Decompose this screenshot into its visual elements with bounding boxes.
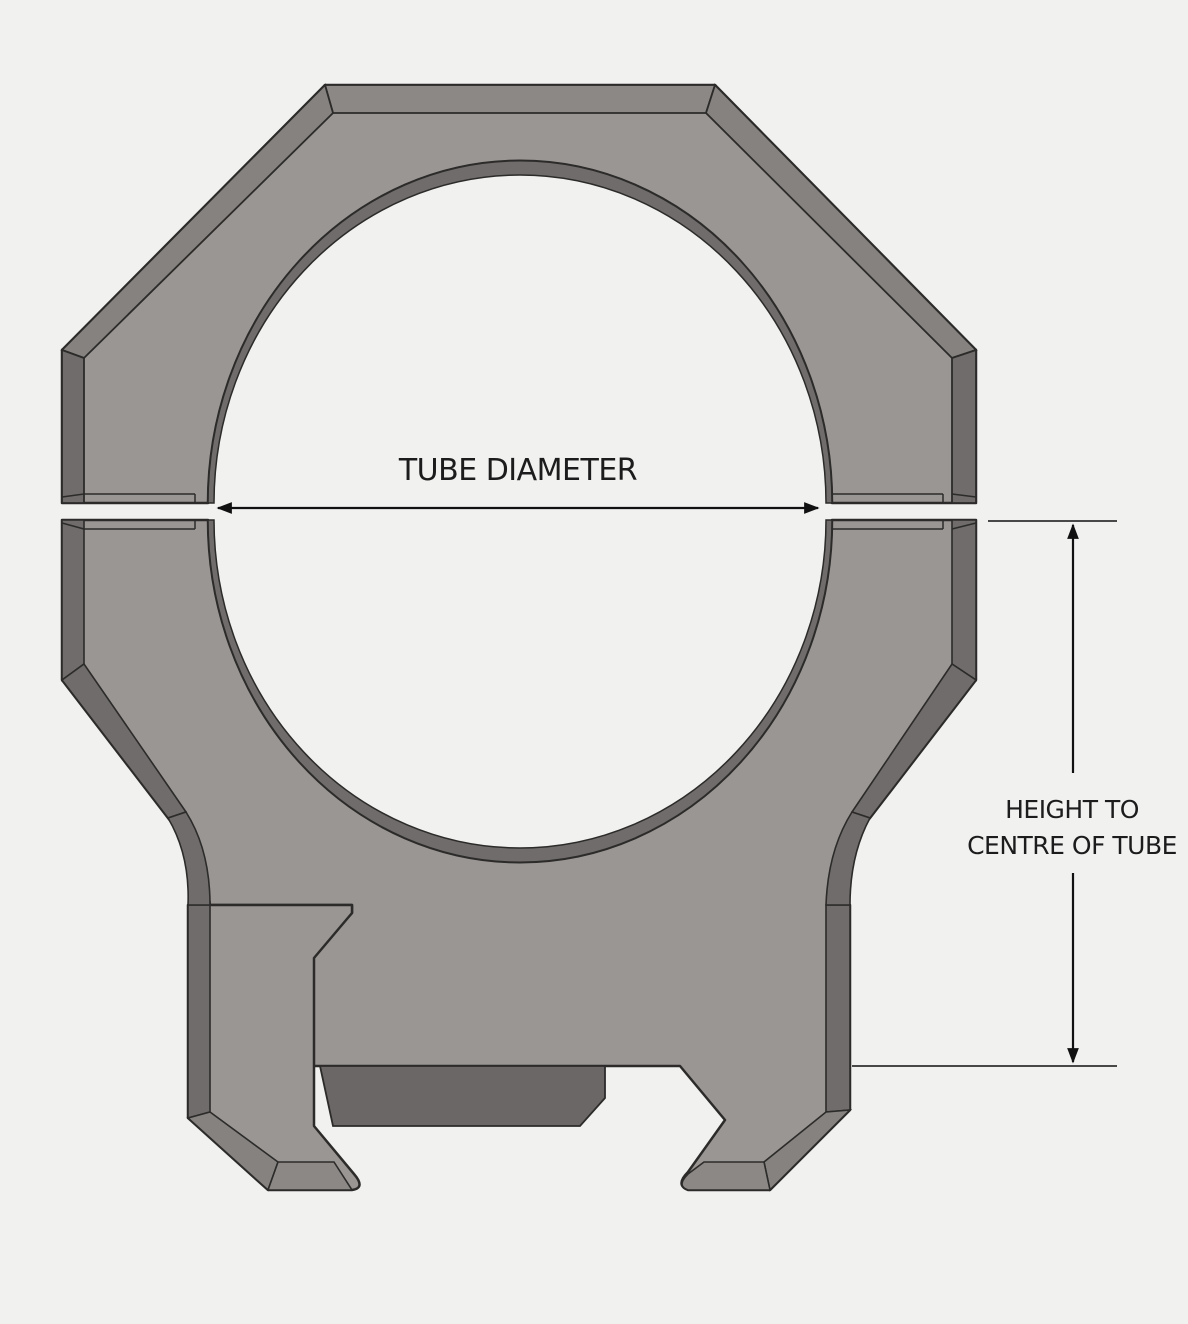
height-label-line1: HEIGHT TO bbox=[1005, 795, 1139, 824]
upper-bore-shadow bbox=[207, 160, 833, 504]
lower-left-side-face bbox=[61, 519, 85, 682]
right-foot-side-face bbox=[825, 904, 851, 1113]
lower-left-curve-face bbox=[166, 811, 211, 906]
left-foot-side-face bbox=[187, 904, 211, 1120]
height-label-line2: CENTRE OF TUBE bbox=[967, 831, 1177, 860]
upper-top-bevel bbox=[323, 84, 717, 114]
upper-ring-half bbox=[60, 83, 978, 505]
upper-ring-body bbox=[60, 83, 978, 505]
lower-ring-half bbox=[60, 518, 978, 1192]
upper-bottom-bevels bbox=[61, 493, 977, 503]
lower-right-curve-face bbox=[825, 811, 872, 906]
recoil-lug bbox=[318, 1065, 606, 1127]
lower-top-bevels bbox=[61, 520, 977, 530]
upper-left-side-face bbox=[61, 348, 85, 504]
left-foot-bottom bbox=[266, 1161, 354, 1191]
lower-bore-shadow bbox=[207, 519, 833, 863]
right-foot-bottom bbox=[681, 1161, 771, 1191]
upper-right-side-face bbox=[951, 348, 977, 504]
lower-right-side-face bbox=[951, 519, 977, 682]
height-to-centre-label: HEIGHT TO CENTRE OF TUBE bbox=[942, 792, 1188, 864]
tube-diameter-label: TUBE DIAMETER bbox=[398, 453, 638, 488]
